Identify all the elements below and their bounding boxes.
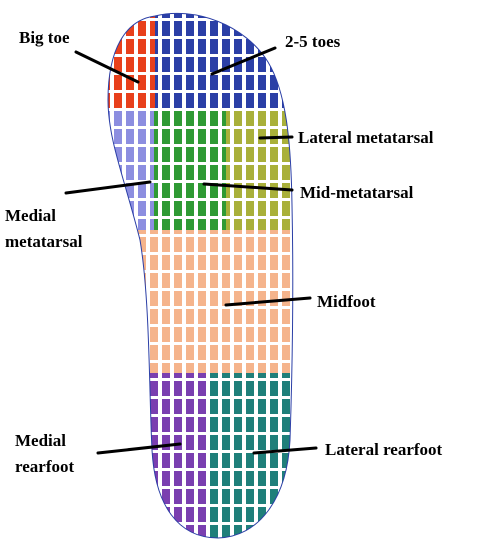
sensor-grid <box>100 0 300 541</box>
label-medial-metatarsal-line1: Medial <box>5 206 56 225</box>
label-lateral-rearfoot: Lateral rearfoot <box>325 440 443 459</box>
label-toes-2-5: 2-5 toes <box>285 32 341 51</box>
label-lateral-metatarsal: Lateral metatarsal <box>298 128 434 147</box>
label-midfoot: Midfoot <box>317 292 376 311</box>
leader-lateral-metatarsal <box>260 137 292 138</box>
foot-regions <box>100 0 300 541</box>
label-mid-metatarsal: Mid-metatarsal <box>300 183 414 202</box>
label-medial-rearfoot-line1: Medial <box>15 431 66 450</box>
label-big-toe: Big toe <box>19 28 70 47</box>
label-medial-metatarsal-line2: metatarsal <box>5 232 83 251</box>
label-medial-rearfoot-line2: rearfoot <box>15 457 74 476</box>
